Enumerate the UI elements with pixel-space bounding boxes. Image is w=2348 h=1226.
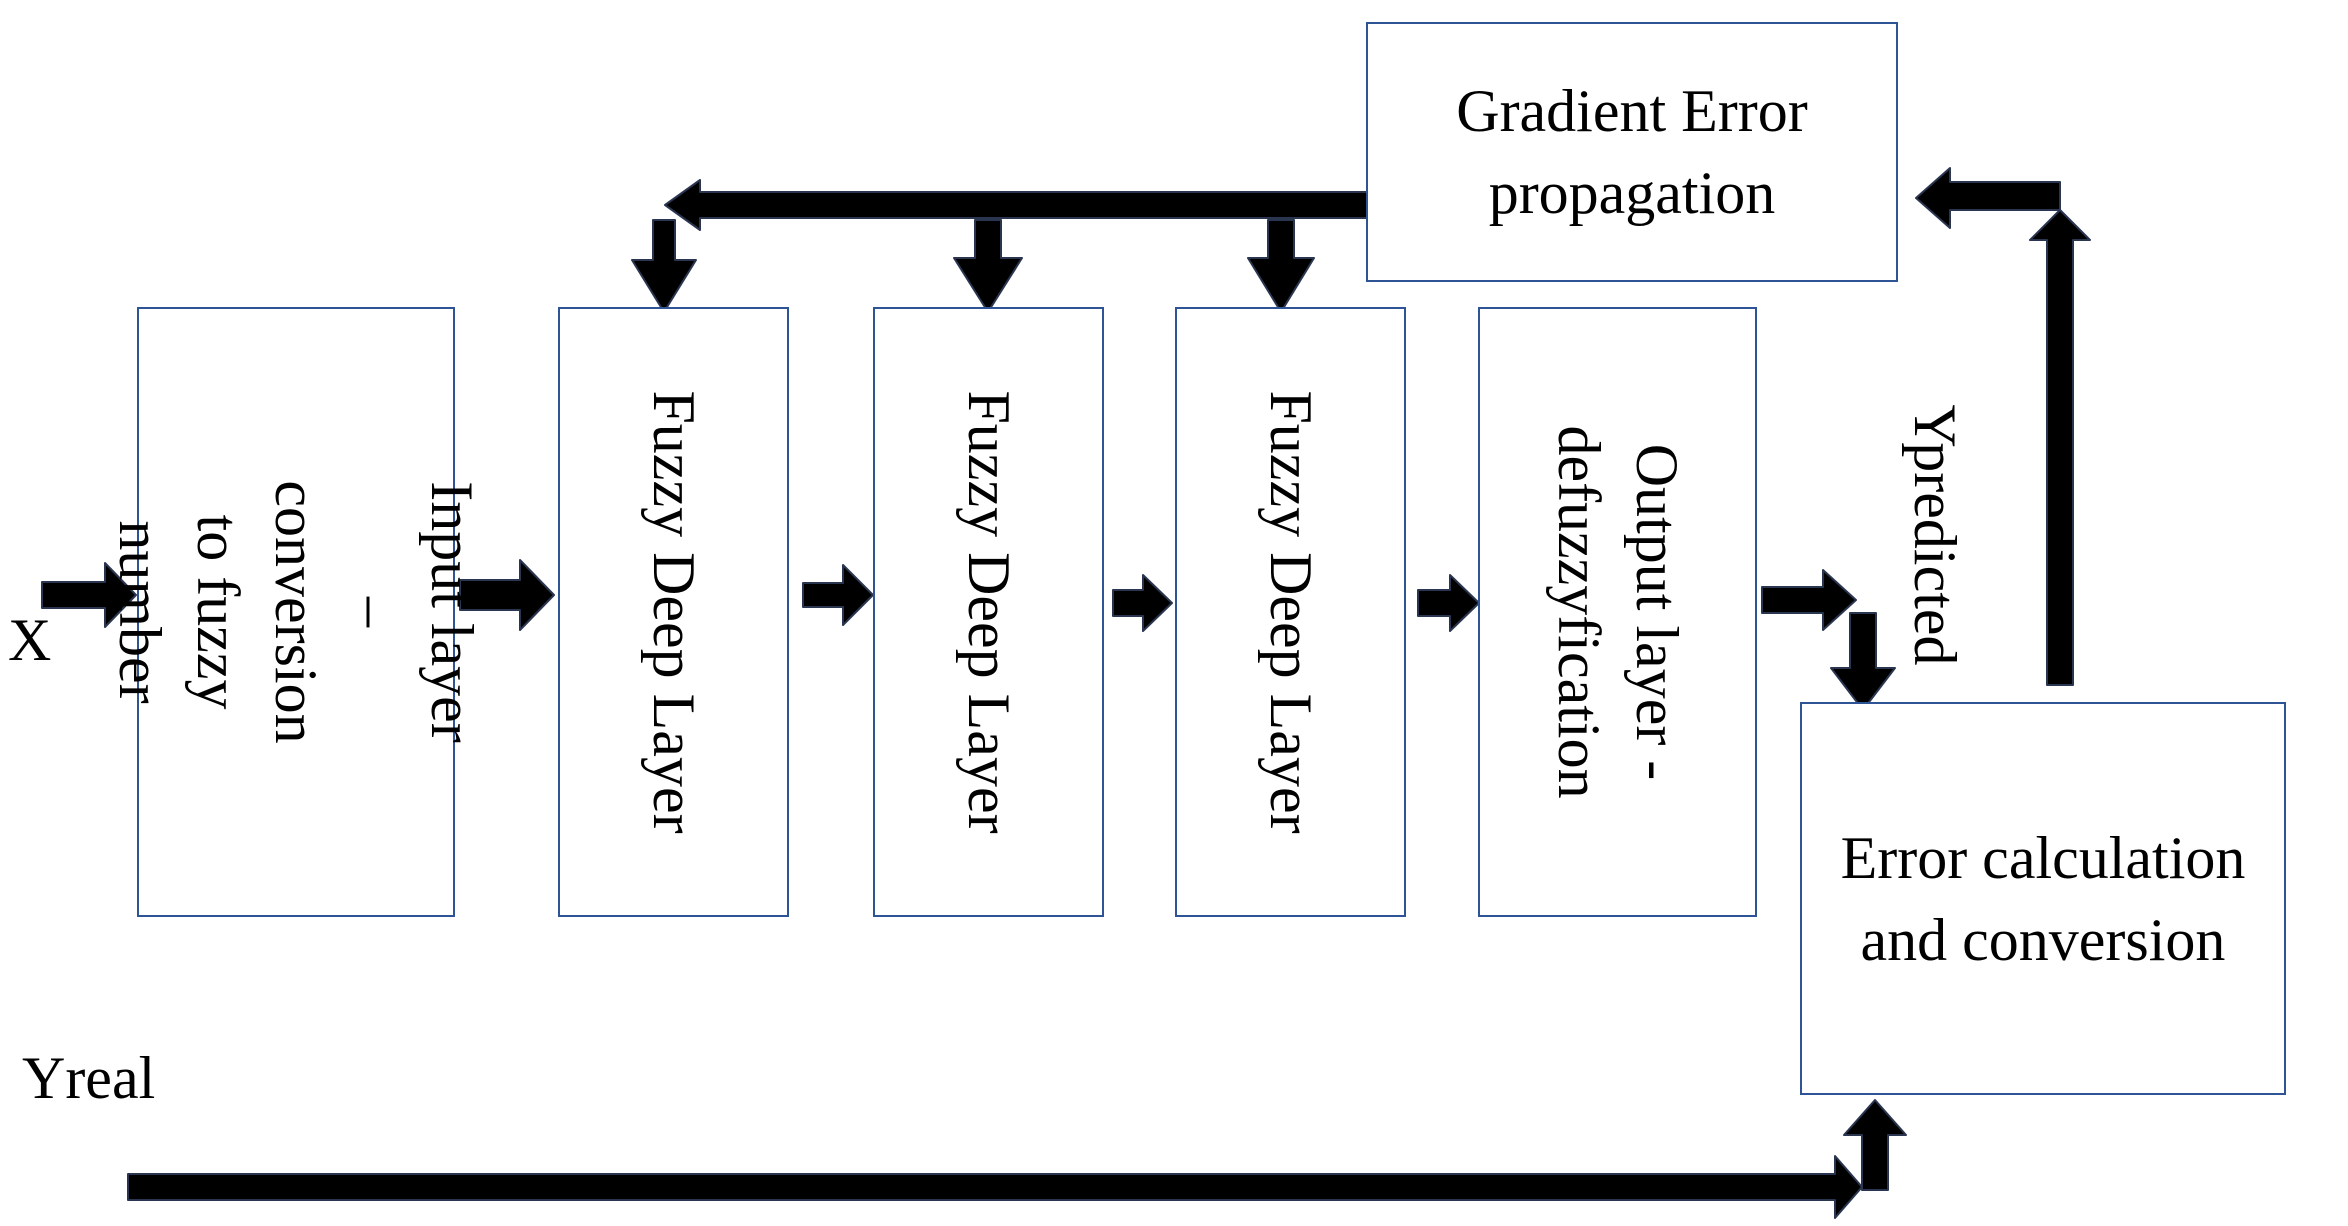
node-fuzzy1-label: Fuzzy Deep Layer [640,390,707,834]
node-fuzzy3-label: Fuzzy Deep Layer [1257,390,1324,834]
node-fuzzy2: Fuzzy Deep Layer [873,307,1104,917]
node-output: Output layer - defuzzyfication [1478,307,1757,917]
arrow-gradient-to-fuzzy1 [631,219,697,313]
node-fuzzy3: Fuzzy Deep Layer [1175,307,1406,917]
node-gradient-label: Gradient Error propagation [1456,78,1808,226]
arrow-fuzzy1-to-fuzzy2 [802,564,874,626]
node-input-label: Input layer – conversion to fuzzy number [107,480,485,744]
node-input: Input layer – conversion to fuzzy number [107,307,485,917]
node-fuzzy2-label: Fuzzy Deep Layer [955,390,1022,834]
node-fuzzy1: Fuzzy Deep Layer [558,307,789,917]
arrow-yreal-bar [127,1155,1863,1219]
node-error: Error calculation and conversion [1800,702,2286,1095]
node-output-label: Output layer - defuzzyfication [1545,425,1690,799]
label-ypredicted: Ypredicted [1902,404,1968,666]
arrow-yreal-to-error [1843,1099,1907,1191]
arrow-gradient-to-fuzzy3 [1247,219,1315,313]
arrow-gradient-bar [664,179,1371,231]
label-x: X [8,607,52,673]
arrow-output-to-ypredicted [1761,569,1857,631]
arrow-error-to-gradient [1915,167,2061,229]
arrow-gradient-to-fuzzy2 [953,219,1023,313]
node-gradient: Gradient Error propagation [1366,22,1898,282]
arrow-ypredicted-to-error [1830,612,1896,711]
arrow-x-to-input [41,562,137,628]
node-error-label: Error calculation and conversion [1840,824,2246,973]
arrow-input-to-fuzzy1 [459,559,555,631]
label-yreal: Yreal [22,1045,156,1111]
arrow-fuzzy2-to-fuzzy3 [1112,574,1173,632]
arrow-error-up [2029,209,2091,686]
arrow-fuzzy3-to-output [1417,574,1480,632]
